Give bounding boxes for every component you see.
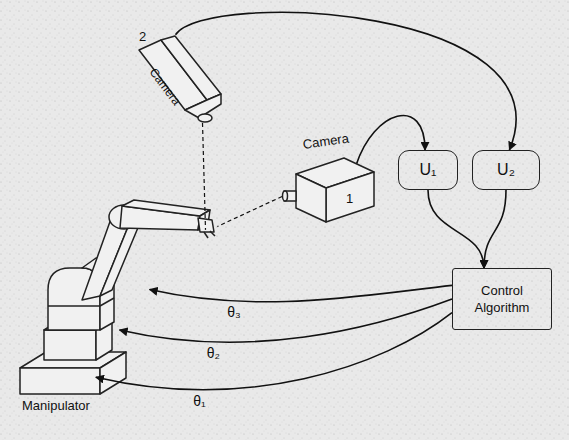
joint-angle-label: θ₂ (205, 345, 222, 361)
control-box: Control Algorithm (452, 268, 552, 330)
node-label: Manipulator (22, 399, 90, 413)
joint-angle-label: θ₃ (225, 304, 243, 320)
manipulator: Manipulator (12, 195, 227, 420)
signal-arrow (428, 190, 484, 268)
manipulator-illustration (20, 200, 215, 394)
processing-box: U₂ (472, 150, 540, 190)
node-label: Control Algorithm (462, 282, 542, 316)
joint-angle-label: θ₁ (191, 393, 208, 409)
signal-arrow (96, 313, 452, 390)
processing-box: U₁ (398, 150, 458, 190)
camera: 2Camera (135, 30, 225, 125)
line-of-sight (203, 123, 206, 230)
node-label: 1 (346, 192, 353, 206)
signal-arrow (176, 12, 517, 150)
camera: Camera1 (282, 138, 377, 228)
node-label: 2 (139, 30, 146, 44)
signal-arrow (484, 190, 506, 268)
signal-arrow (150, 285, 452, 301)
signal-arrow (120, 299, 453, 342)
line-of-sight (217, 197, 282, 227)
camera-body (282, 138, 377, 228)
node-label: U₁ (420, 161, 437, 179)
node-label: Camera (302, 132, 350, 153)
node-label: U₂ (497, 161, 515, 179)
